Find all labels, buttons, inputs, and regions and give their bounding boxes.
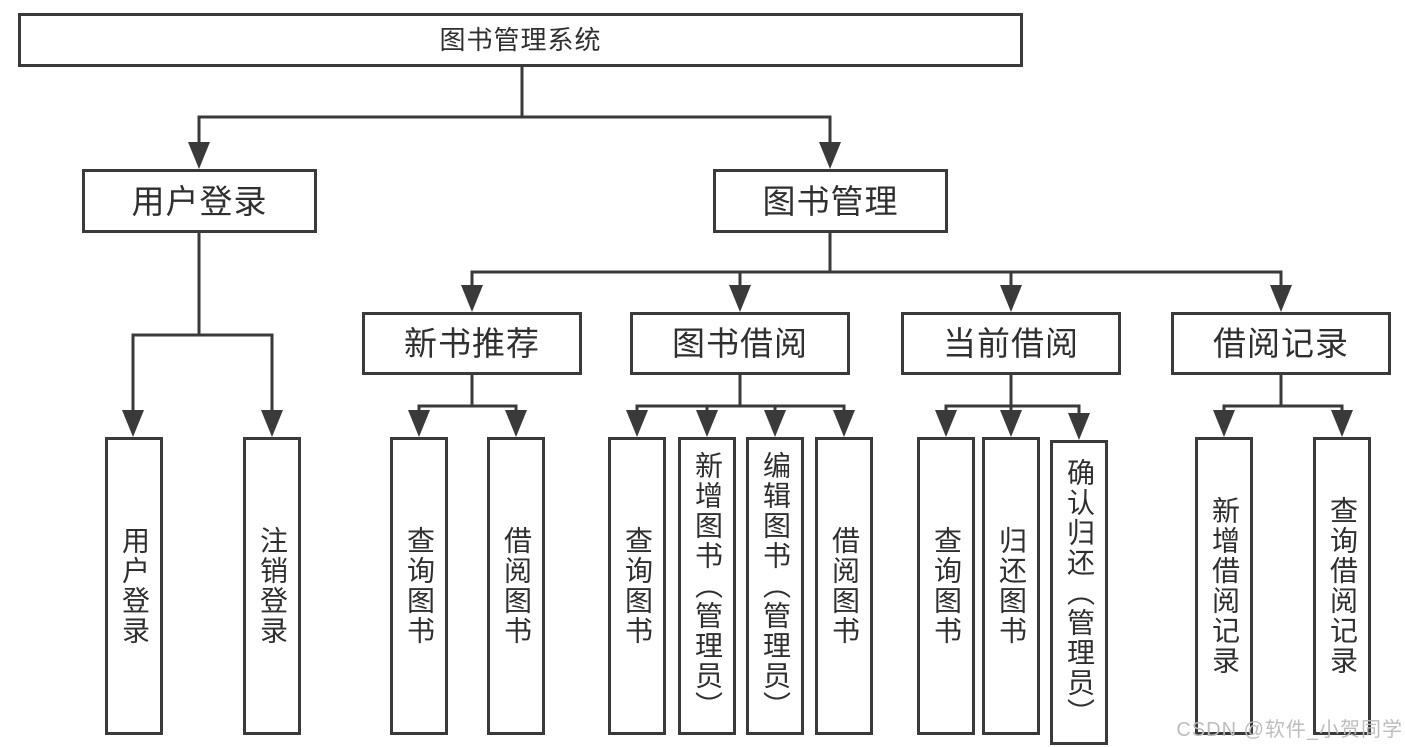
arrowhead (1000, 285, 1022, 312)
node-login-leaf-logout: 注销登录 (243, 437, 301, 735)
node-current-leaf-confirm-return-admin: 确认归还（管理员） (1050, 440, 1108, 745)
node-user-login: 用户登录 (82, 169, 317, 233)
connector-mgmt-branch (470, 270, 1283, 287)
arrowhead (819, 142, 841, 169)
node-group-current-borrowing: 当前借阅 (901, 312, 1121, 375)
arrowhead (461, 285, 483, 312)
arrowhead (261, 410, 283, 437)
connector-recommend-branch (417, 404, 518, 413)
arrowhead (1213, 410, 1235, 437)
node-recommend-leaf-query-books: 查询图书 (390, 437, 448, 735)
node-current-leaf-return-books: 归还图书 (982, 437, 1040, 735)
arrowhead (1068, 413, 1090, 440)
arrowhead (626, 410, 648, 437)
node-group-book-borrowing: 图书借阅 (630, 312, 850, 375)
watermark: CSDN @软件_小贺同学 (1176, 719, 1403, 741)
arrowhead (935, 410, 957, 437)
node-login-leaf-user-login: 用户登录 (105, 437, 163, 735)
node-current-leaf-query-books: 查询图书 (917, 437, 975, 735)
arrowhead (1000, 410, 1022, 437)
node-borrow-leaf-edit-books-admin: 编辑图书（管理员） (746, 437, 804, 735)
arrowhead (696, 410, 718, 437)
node-records-leaf-query-record: 查询借阅记录 (1313, 437, 1371, 735)
node-borrow-leaf-query-books: 查询图书 (608, 437, 666, 735)
node-book-management: 图书管理 (713, 169, 948, 233)
node-borrow-leaf-borrow-books: 借阅图书 (815, 437, 873, 735)
arrowhead (408, 410, 430, 437)
connector-login-branch (131, 333, 274, 411)
node-group-new-book-recommendation: 新书推荐 (362, 312, 582, 375)
arrowhead (1270, 285, 1292, 312)
arrowhead (188, 142, 210, 169)
connector-records-branch (1222, 404, 1344, 413)
node-records-leaf-add-record: 新增借阅记录 (1195, 437, 1253, 735)
connector-root-branch (197, 115, 832, 144)
arrowhead (729, 285, 751, 312)
arrowhead (1331, 410, 1353, 437)
arrowhead (122, 410, 144, 437)
arrowhead (505, 410, 527, 437)
node-borrow-leaf-add-books-admin: 新增图书（管理员） (678, 437, 736, 735)
node-recommend-leaf-borrow-books: 借阅图书 (487, 437, 545, 735)
node-group-borrowing-records: 借阅记录 (1171, 312, 1391, 375)
node-root: 图书管理系统 (18, 13, 1023, 67)
connector-borrow-branch (635, 404, 846, 413)
arrowhead (764, 410, 786, 437)
arrowhead (833, 410, 855, 437)
